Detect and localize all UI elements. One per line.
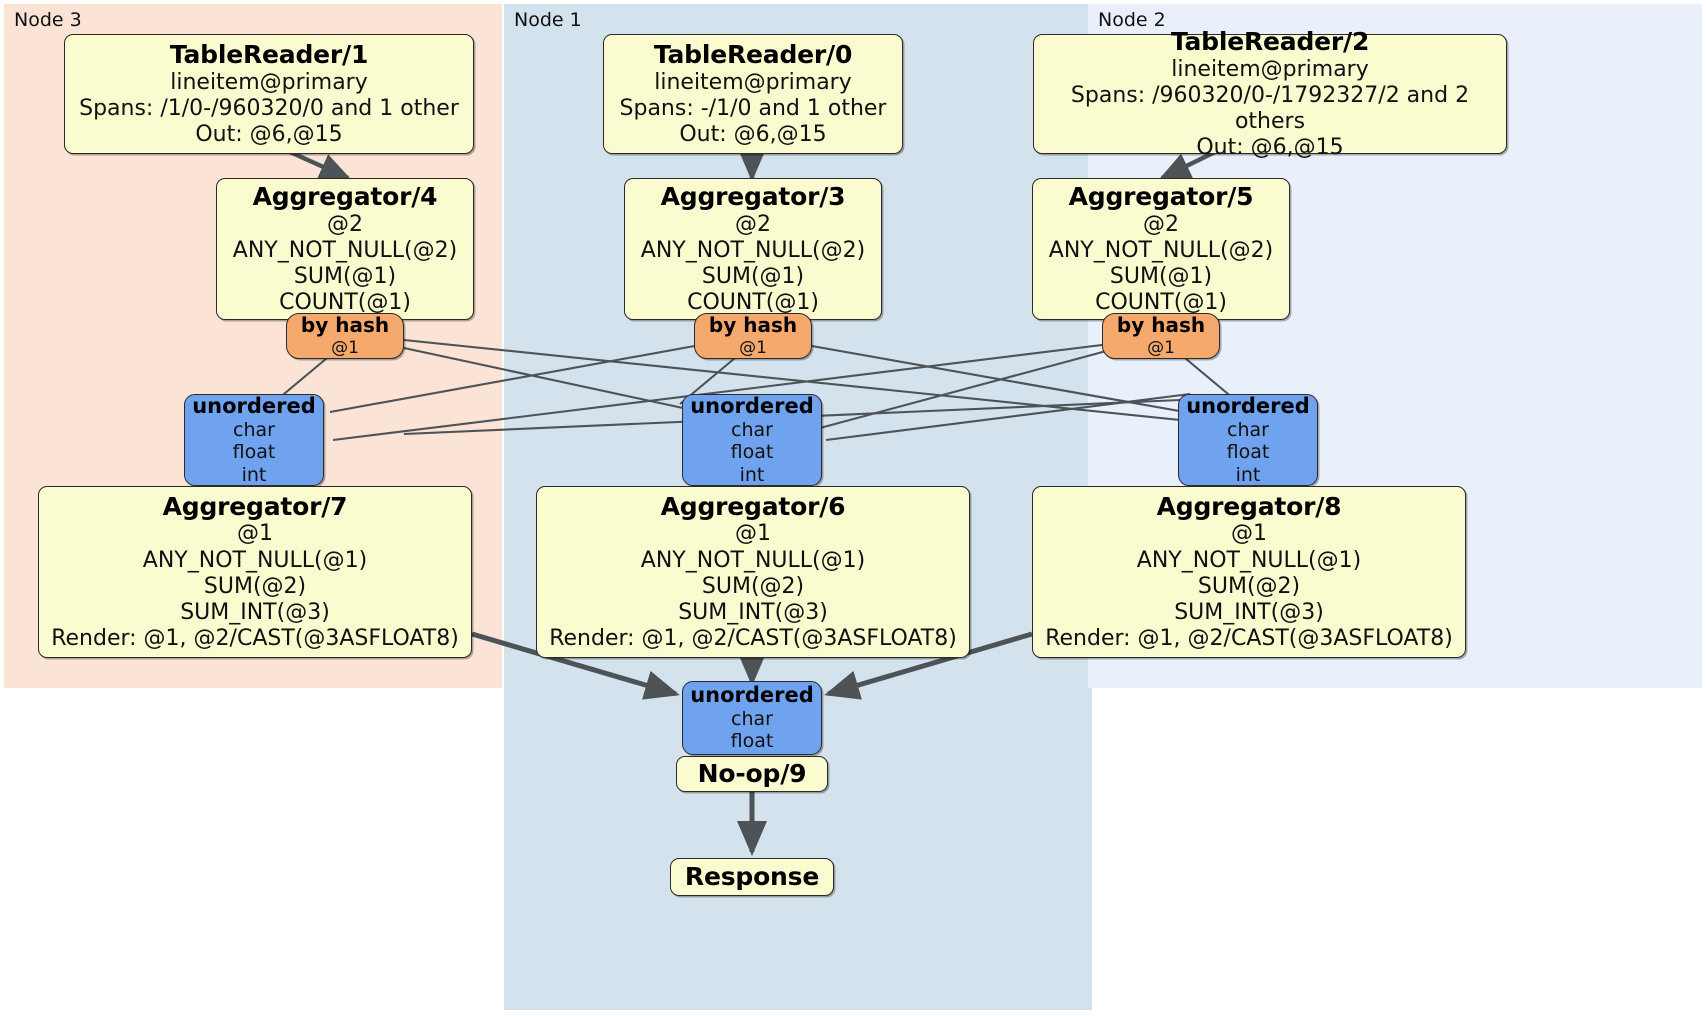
node-line: @1 xyxy=(735,521,771,547)
node-line: lineitem@primary xyxy=(170,69,368,95)
sync-title: unordered xyxy=(192,393,316,418)
node-line: Render: @1, @2/CAST(@3ASFLOAT8) xyxy=(549,626,957,652)
node-aggregator-3[interactable]: Aggregator/3 @2 ANY_NOT_NULL(@2) SUM(@1)… xyxy=(624,178,882,320)
router-by-hash-node-2[interactable]: by hash @1 xyxy=(1102,313,1220,359)
panel-node-3-label: Node 3 xyxy=(14,9,82,31)
node-line: @2 xyxy=(1143,211,1179,237)
sync-line: char xyxy=(233,418,275,441)
node-line: COUNT(@1) xyxy=(1095,290,1227,316)
node-line: ANY_NOT_NULL(@1) xyxy=(640,547,866,573)
synchronizer-unordered-node-1[interactable]: unordered char float int xyxy=(682,394,822,486)
node-title: Aggregator/7 xyxy=(162,491,348,521)
node-line: Spans: /960320/0-/1792327/2 and 2 others xyxy=(1070,82,1470,134)
node-line: ANY_NOT_NULL(@1) xyxy=(1136,547,1362,573)
node-title: TableReader/0 xyxy=(653,39,853,69)
node-line: COUNT(@1) xyxy=(279,290,411,316)
node-line: lineitem@primary xyxy=(1171,56,1369,82)
node-title: Aggregator/4 xyxy=(252,181,438,211)
node-title: Aggregator/8 xyxy=(1156,491,1342,521)
node-table-reader-0[interactable]: TableReader/0 lineitem@primary Spans: -/… xyxy=(603,34,903,154)
sync-line: float xyxy=(1226,441,1270,464)
node-line: @2 xyxy=(327,211,363,237)
router-line: @1 xyxy=(331,337,359,358)
node-line: Out: @6,@15 xyxy=(679,121,827,147)
sync-line: char xyxy=(1227,418,1269,441)
node-line: Out: @6,@15 xyxy=(1196,135,1344,161)
node-aggregator-5[interactable]: Aggregator/5 @2 ANY_NOT_NULL(@2) SUM(@1)… xyxy=(1032,178,1290,320)
sync-line: char xyxy=(731,418,773,441)
node-line: @1 xyxy=(1231,521,1267,547)
synchronizer-unordered-final[interactable]: unordered char float xyxy=(682,681,822,755)
router-title: by hash xyxy=(708,313,798,337)
router-title: by hash xyxy=(1116,313,1206,337)
node-title: TableReader/2 xyxy=(1170,26,1370,56)
sync-line: float xyxy=(232,441,276,464)
sync-title: unordered xyxy=(690,393,814,418)
node-line: Render: @1, @2/CAST(@3ASFLOAT8) xyxy=(1045,626,1453,652)
node-line: SUM_INT(@3) xyxy=(180,599,330,625)
node-line: SUM(@2) xyxy=(701,573,805,599)
panel-node-2-label: Node 2 xyxy=(1098,9,1166,31)
node-title: Response xyxy=(684,862,820,892)
node-line: COUNT(@1) xyxy=(687,290,819,316)
node-title: Aggregator/5 xyxy=(1068,181,1254,211)
node-aggregator-4[interactable]: Aggregator/4 @2 ANY_NOT_NULL(@2) SUM(@1)… xyxy=(216,178,474,320)
router-line: @1 xyxy=(739,337,767,358)
synchronizer-unordered-node-2[interactable]: unordered char float int xyxy=(1178,394,1318,486)
router-by-hash-node-3[interactable]: by hash @1 xyxy=(286,313,404,359)
node-aggregator-6[interactable]: Aggregator/6 @1 ANY_NOT_NULL(@1) SUM(@2)… xyxy=(536,486,970,658)
sync-line: int xyxy=(1235,463,1261,486)
node-title: Aggregator/6 xyxy=(660,491,846,521)
node-line: SUM_INT(@3) xyxy=(1174,599,1324,625)
node-title: Aggregator/3 xyxy=(660,181,846,211)
node-line: Out: @6,@15 xyxy=(195,121,343,147)
node-line: Spans: /1/0-/960320/0 and 1 other xyxy=(79,95,459,121)
node-line: SUM(@2) xyxy=(1197,573,1301,599)
panel-node-1-label: Node 1 xyxy=(514,9,582,31)
node-response[interactable]: Response xyxy=(670,858,834,896)
router-title: by hash xyxy=(300,313,390,337)
node-line: ANY_NOT_NULL(@1) xyxy=(142,547,368,573)
node-aggregator-7[interactable]: Aggregator/7 @1 ANY_NOT_NULL(@1) SUM(@2)… xyxy=(38,486,472,658)
sync-line: char xyxy=(731,707,773,730)
node-aggregator-8[interactable]: Aggregator/8 @1 ANY_NOT_NULL(@1) SUM(@2)… xyxy=(1032,486,1466,658)
router-by-hash-node-1[interactable]: by hash @1 xyxy=(694,313,812,359)
sync-line: int xyxy=(241,463,267,486)
node-table-reader-1[interactable]: TableReader/1 lineitem@primary Spans: /1… xyxy=(64,34,474,154)
node-line: SUM(@1) xyxy=(701,263,805,289)
sync-line: int xyxy=(739,463,765,486)
sync-title: unordered xyxy=(1186,393,1310,418)
synchronizer-unordered-node-3[interactable]: unordered char float int xyxy=(184,394,324,486)
node-title: TableReader/1 xyxy=(169,39,369,69)
router-line: @1 xyxy=(1147,337,1175,358)
sync-line: float xyxy=(730,441,774,464)
node-line: SUM(@1) xyxy=(293,263,397,289)
node-line: ANY_NOT_NULL(@2) xyxy=(1048,237,1274,263)
node-line: Spans: -/1/0 and 1 other xyxy=(619,95,887,121)
node-line: SUM(@2) xyxy=(203,573,307,599)
node-line: lineitem@primary xyxy=(654,69,852,95)
node-line: @1 xyxy=(237,521,273,547)
sync-line: float xyxy=(730,730,774,753)
node-noop-9[interactable]: No-op/9 xyxy=(676,756,828,792)
node-line: SUM_INT(@3) xyxy=(678,599,828,625)
node-line: SUM(@1) xyxy=(1109,263,1213,289)
sync-title: unordered xyxy=(690,682,814,707)
node-line: ANY_NOT_NULL(@2) xyxy=(232,237,458,263)
node-line: @2 xyxy=(735,211,771,237)
node-line: Render: @1, @2/CAST(@3ASFLOAT8) xyxy=(51,626,459,652)
node-line: ANY_NOT_NULL(@2) xyxy=(640,237,866,263)
node-title: No-op/9 xyxy=(697,759,807,789)
node-table-reader-2[interactable]: TableReader/2 lineitem@primary Spans: /9… xyxy=(1033,27,1507,160)
